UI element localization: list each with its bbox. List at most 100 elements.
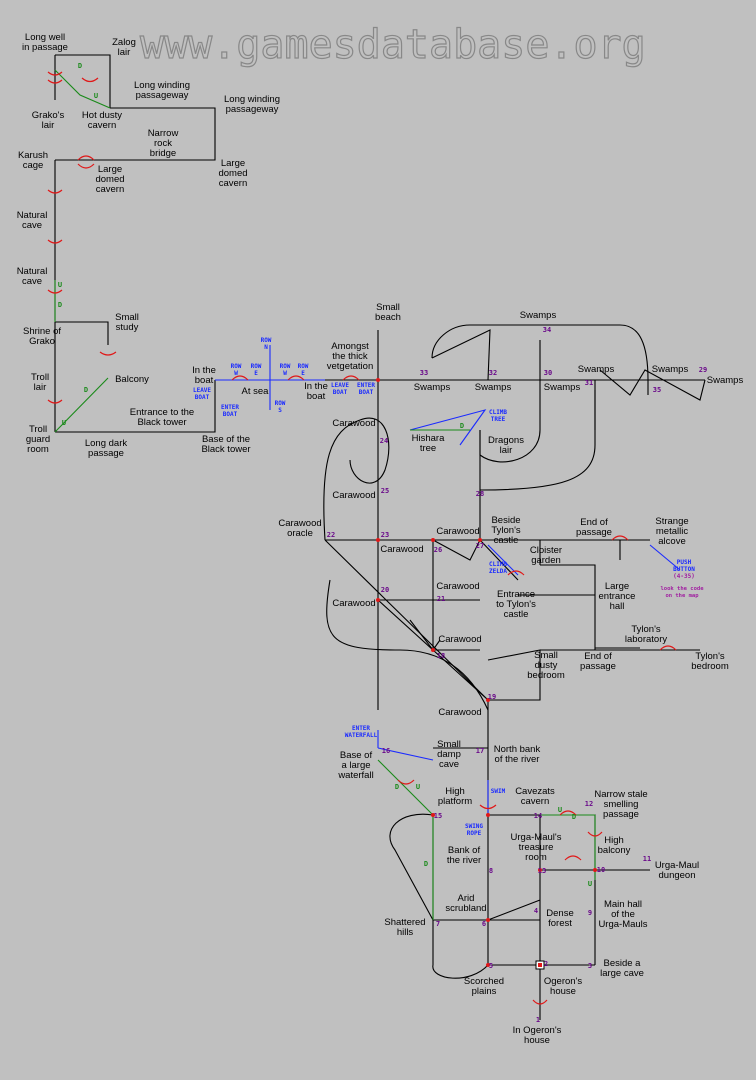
svg-text:12: 12 xyxy=(585,800,593,808)
svg-text:19: 19 xyxy=(488,693,496,701)
svg-text:10: 10 xyxy=(597,866,605,874)
svg-text:32: 32 xyxy=(489,369,497,377)
svg-text:15: 15 xyxy=(434,812,442,820)
svg-text:14: 14 xyxy=(534,812,542,820)
svg-text:D: D xyxy=(424,860,428,868)
watermark: www.gamesdatabase.org xyxy=(140,22,646,68)
svg-text:6: 6 xyxy=(482,920,486,928)
svg-text:26: 26 xyxy=(434,546,442,554)
svg-text:D: D xyxy=(395,783,399,791)
svg-text:Swamps: Swamps xyxy=(707,375,744,386)
svg-text:33: 33 xyxy=(420,369,428,377)
svg-text:Carawood: Carawood xyxy=(380,544,423,555)
svg-text:1: 1 xyxy=(536,1016,540,1024)
svg-text:18: 18 xyxy=(437,652,445,660)
svg-text:28: 28 xyxy=(476,490,484,498)
svg-text:U: U xyxy=(416,783,420,791)
svg-text:7: 7 xyxy=(436,920,440,928)
svg-text:25: 25 xyxy=(381,487,389,495)
svg-text:Swamps: Swamps xyxy=(544,382,581,393)
room-numbers: 1 2 3 4 5 6 7 8 9 10 11 12 13 14 15 16 1… xyxy=(327,326,707,1024)
svg-text:30: 30 xyxy=(544,369,552,377)
svg-text:5: 5 xyxy=(489,962,493,970)
svg-text:35: 35 xyxy=(653,386,661,394)
barriers xyxy=(47,71,677,1005)
direction-markers: D U U D D U D D U U D D U xyxy=(58,62,592,888)
svg-text:U: U xyxy=(58,281,62,289)
svg-text:Carawood: Carawood xyxy=(438,707,481,718)
svg-text:U: U xyxy=(62,419,66,427)
svg-text:D: D xyxy=(58,301,62,309)
svg-text:24: 24 xyxy=(380,437,388,445)
svg-text:D: D xyxy=(460,422,464,430)
svg-text:29: 29 xyxy=(699,366,707,374)
svg-text:U: U xyxy=(94,92,98,100)
svg-text:Carawood: Carawood xyxy=(332,490,375,501)
svg-text:U: U xyxy=(558,806,562,814)
junctions xyxy=(376,378,597,967)
svg-text:22: 22 xyxy=(327,531,335,539)
svg-text:8: 8 xyxy=(489,867,493,875)
svg-text:2: 2 xyxy=(544,960,548,968)
svg-text:D: D xyxy=(78,62,82,70)
svg-text:D: D xyxy=(84,386,88,394)
svg-text:21: 21 xyxy=(437,595,445,603)
svg-text:4: 4 xyxy=(534,907,538,915)
svg-text:SWIM: SWIM xyxy=(491,788,506,795)
svg-text:Swamps: Swamps xyxy=(578,364,615,375)
svg-text:13: 13 xyxy=(538,867,546,875)
svg-text:3: 3 xyxy=(588,962,592,970)
svg-text:Carawood: Carawood xyxy=(332,598,375,609)
svg-text:Swamps: Swamps xyxy=(520,310,557,321)
svg-text:Swamps: Swamps xyxy=(475,382,512,393)
